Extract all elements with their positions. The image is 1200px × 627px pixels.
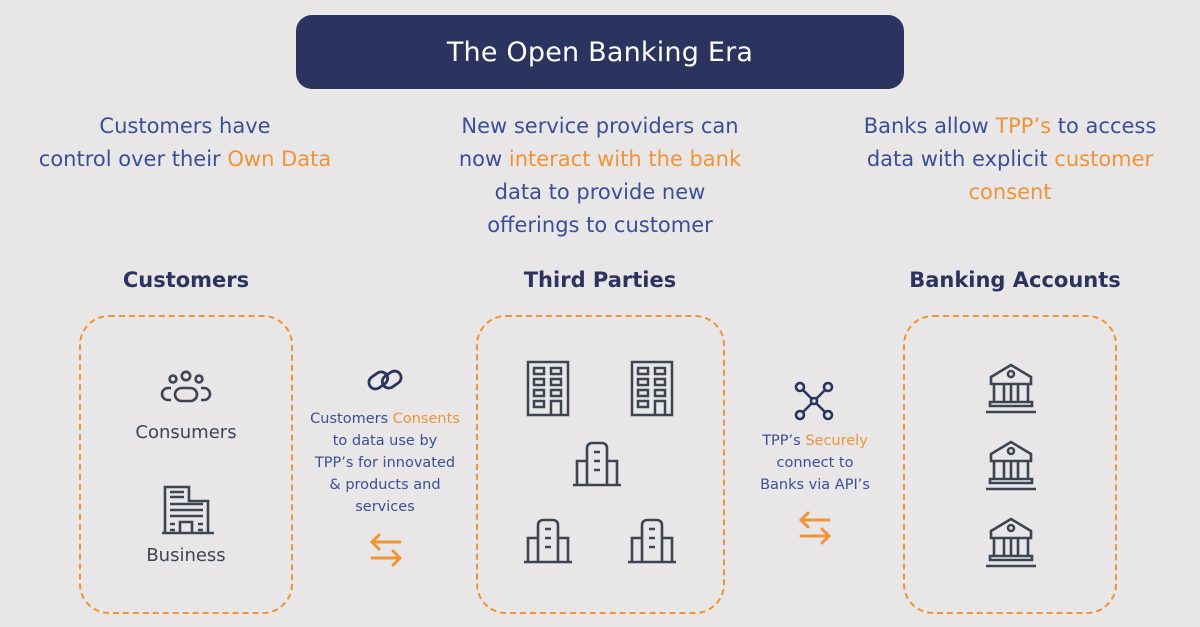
text-segment: New service providers can <box>461 114 739 138</box>
office-tower-icon <box>630 359 674 417</box>
text-segment: now <box>458 147 509 171</box>
text-segment: TPP’s for innovated <box>314 455 456 471</box>
text-line: offerings to customer <box>430 209 770 242</box>
text-line: consent <box>840 176 1180 209</box>
text-line: control over their Own Data <box>20 143 350 176</box>
highlighted-text: interact with the bank <box>508 147 742 171</box>
text-segment: to data use by <box>332 433 438 449</box>
text-segment: control over their <box>38 147 228 171</box>
exchange-arrows-icon <box>798 511 832 549</box>
consent-description: Customers Consents to data use by TPP’s fo… <box>296 408 474 518</box>
text-line: to data use by <box>296 430 474 452</box>
text-line: & products and <box>296 474 474 496</box>
office-tower-icon <box>526 359 570 417</box>
text-segment: Banks allow <box>863 114 996 138</box>
highlighted-text: consent <box>968 180 1052 204</box>
bank-icon <box>983 362 1039 414</box>
third-parties-description: New service providers can now interact wi… <box>430 110 770 242</box>
banking-accounts-group-box <box>903 315 1117 614</box>
customers-group-box <box>79 315 293 614</box>
text-line: now interact with the bank <box>430 143 770 176</box>
office-building-icon <box>158 484 214 536</box>
bank-icon <box>983 439 1039 491</box>
consumers-label: Consumers <box>135 422 237 443</box>
api-connection-description: TPP’s Securely connect to Banks via API’s <box>740 430 890 496</box>
text-line: Banks allow TPP’s to access <box>840 110 1180 143</box>
bank-icon <box>983 516 1039 568</box>
text-line: connect to <box>740 452 890 474</box>
city-buildings-icon <box>627 518 677 564</box>
link-chain-icon <box>366 366 404 394</box>
text-line: TPP’s for innovated <box>296 452 474 474</box>
text-line: data with explicit customer <box>840 143 1180 176</box>
business-label: Business <box>146 545 226 566</box>
text-segment: connect to <box>776 455 854 471</box>
text-line: Customers have <box>20 110 350 143</box>
text-segment: data with explicit <box>866 147 1055 171</box>
highlighted-text: TPP’s <box>995 114 1052 138</box>
text-segment: Customers <box>310 411 393 427</box>
text-line: data to provide new <box>430 176 770 209</box>
text-segment: to access <box>1051 114 1157 138</box>
third-parties-group-box <box>476 315 725 614</box>
text-line: Customers Consents <box>296 408 474 430</box>
exchange-arrows-icon <box>369 533 403 571</box>
highlighted-text: Own Data <box>227 147 332 171</box>
third-parties-heading: Third Parties <box>523 268 677 292</box>
page-title: The Open Banking Era <box>446 36 754 68</box>
network-nodes-icon <box>794 381 834 421</box>
city-buildings-icon <box>572 441 622 487</box>
text-line: TPP’s Securely <box>740 430 890 452</box>
title-banner: The Open Banking Era <box>296 15 904 89</box>
group-users-icon <box>160 370 212 406</box>
text-line: services <box>296 496 474 518</box>
customers-description: Customers have control over their Own Dat… <box>20 110 350 176</box>
text-segment: offerings to customer <box>487 213 713 237</box>
text-segment: Customers have <box>99 114 271 138</box>
highlighted-text: Consents <box>392 411 460 427</box>
text-segment: data to provide new <box>494 180 706 204</box>
text-segment: & products and <box>329 477 441 493</box>
highlighted-text: Securely <box>805 433 868 449</box>
text-segment: Banks via API’s <box>760 477 870 493</box>
text-segment: TPP’s <box>762 433 806 449</box>
text-line: New service providers can <box>430 110 770 143</box>
highlighted-text: customer <box>1054 147 1154 171</box>
text-line: Banks via API’s <box>740 474 890 496</box>
customers-heading: Customers <box>122 268 250 292</box>
city-buildings-icon <box>523 518 573 564</box>
text-segment: services <box>355 499 415 515</box>
banking-accounts-heading: Banking Accounts <box>909 268 1121 292</box>
